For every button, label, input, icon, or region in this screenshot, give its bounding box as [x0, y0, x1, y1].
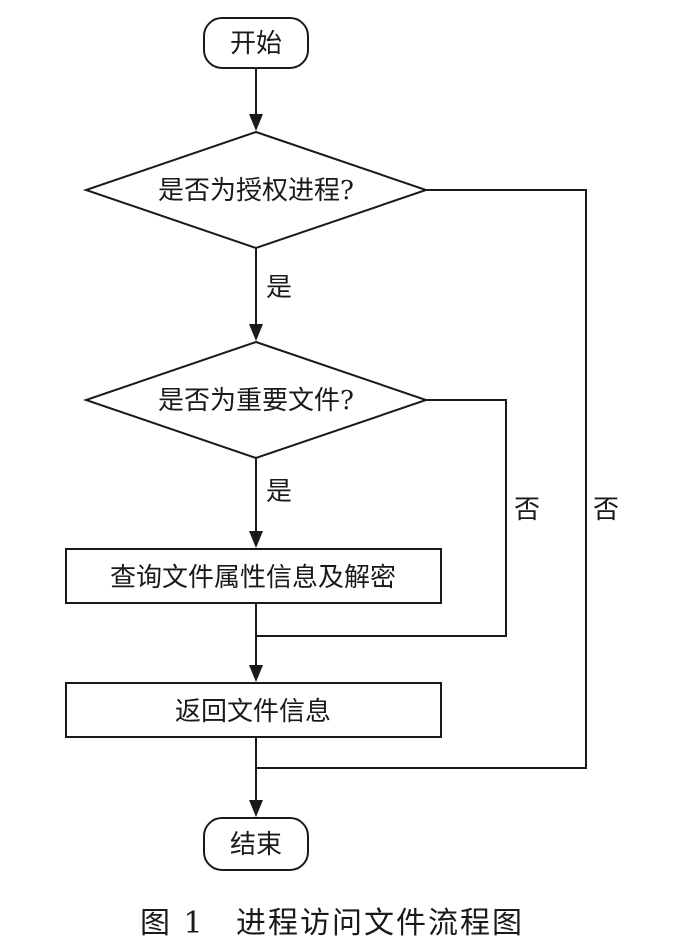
- edge-authorized-no: 否: [256, 189, 619, 769]
- return-info-node: 返回文件信息: [65, 682, 442, 738]
- end-node: 结束: [203, 817, 309, 871]
- arrowhead: [249, 114, 263, 131]
- edge-label-no-2: 否: [593, 495, 619, 525]
- caption-label: 图 1: [140, 906, 205, 941]
- edge-authorized-yes: 是: [249, 248, 292, 341]
- decision-authorized-node: 是否为授权进程?: [82, 130, 430, 250]
- edge-label-no-1: 否: [514, 495, 540, 525]
- start-node: 开始: [203, 17, 309, 69]
- edge-important-no: 否: [256, 399, 540, 637]
- arrowhead: [249, 531, 263, 548]
- edge-query-to-return: [249, 603, 263, 682]
- decision-authorized-label: 是否为授权进程?: [158, 176, 354, 206]
- start-node-label: 开始: [230, 29, 282, 59]
- decision-important-node: 是否为重要文件?: [82, 340, 430, 460]
- arrowhead: [249, 800, 263, 817]
- edge-label-yes-2: 是: [266, 477, 292, 507]
- figure-caption: 图 1 进程访问文件流程图: [140, 906, 524, 941]
- arrowhead: [249, 665, 263, 682]
- edge-important-yes: 是: [249, 458, 292, 548]
- return-info-label: 返回文件信息: [175, 697, 331, 727]
- edge-start-to-authorized: [249, 68, 263, 131]
- end-node-label: 结束: [230, 830, 282, 860]
- edge-return-to-end: [249, 737, 263, 817]
- edge-label-yes-1: 是: [266, 273, 292, 303]
- caption-title: 进程访问文件流程图: [236, 906, 524, 941]
- query-decrypt-label: 查询文件属性信息及解密: [110, 563, 396, 593]
- query-decrypt-node: 查询文件属性信息及解密: [65, 548, 442, 604]
- arrowhead: [249, 324, 263, 341]
- decision-important-label: 是否为重要文件?: [158, 386, 354, 416]
